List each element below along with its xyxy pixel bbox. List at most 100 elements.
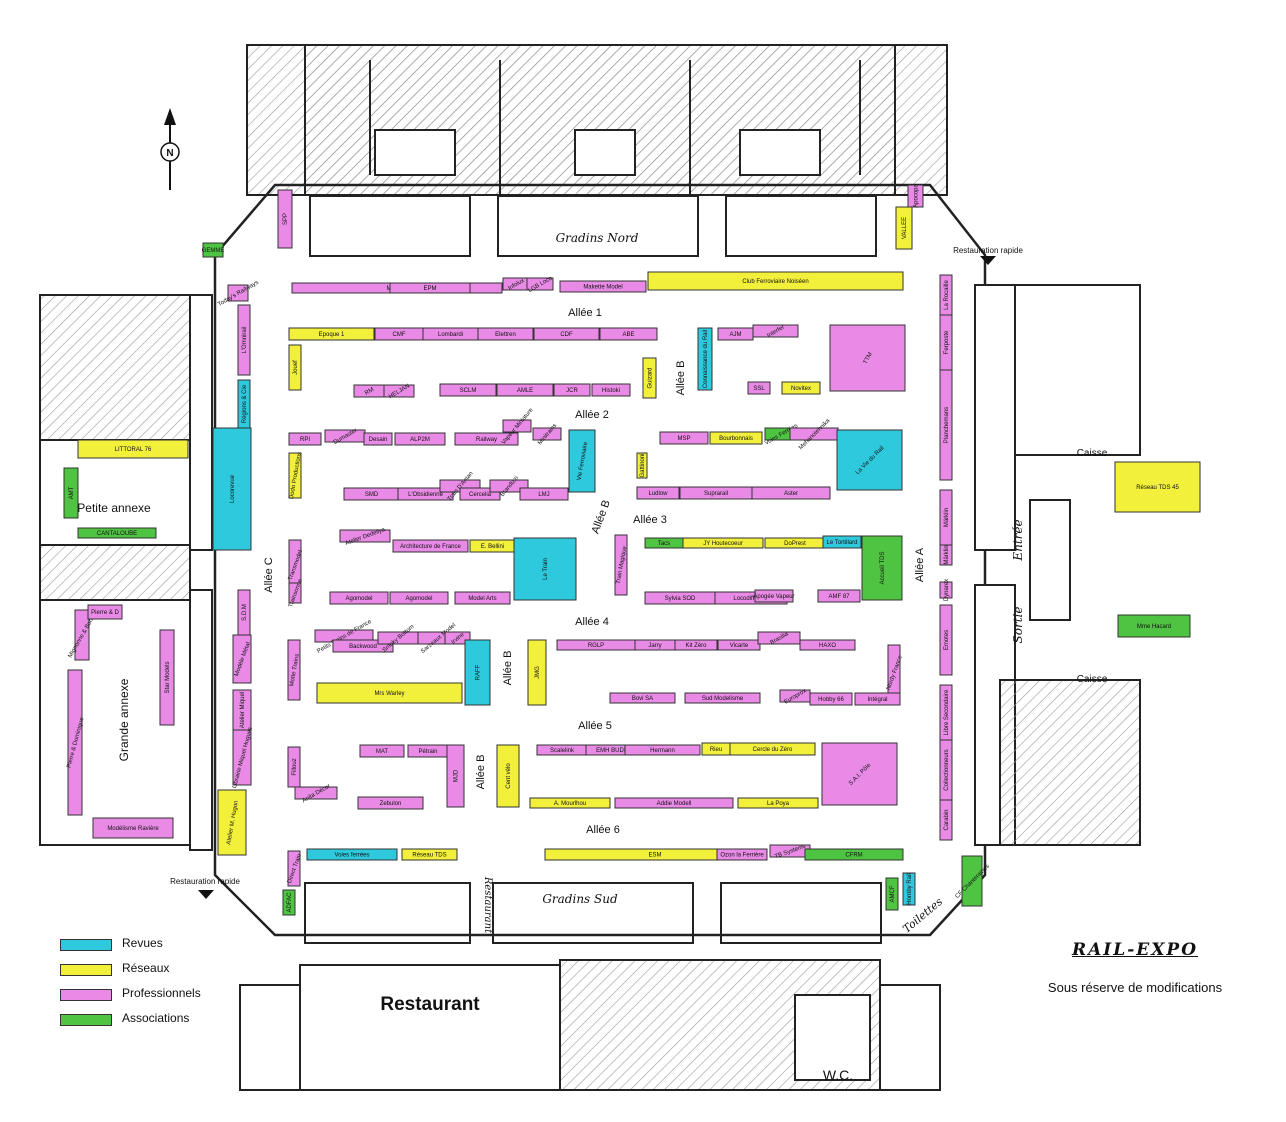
stand-label: Carabin <box>944 809 950 830</box>
stand-box <box>306 848 398 861</box>
stand-box <box>624 744 701 756</box>
stand-box <box>227 284 249 302</box>
stand-box <box>817 589 861 603</box>
stand: TTM <box>829 324 906 392</box>
stand: Transmodel <box>288 539 304 591</box>
alley-label: Allée B <box>675 361 687 396</box>
stand-label: EPM <box>423 286 436 292</box>
stand: Fillouz <box>287 746 301 788</box>
stand-label: Tacs <box>658 541 670 547</box>
stand-label: AJM <box>730 332 742 338</box>
legend-label: Réseaux <box>122 961 170 975</box>
stand: LGB Loco <box>526 275 554 294</box>
alley-label: Allée 3 <box>633 514 667 526</box>
stand-label: Ozon la Ferrière <box>720 853 764 859</box>
stand-label: Agomodel <box>345 596 372 602</box>
stand-label: Vicarte <box>730 643 749 649</box>
stand-label: Emotes <box>944 630 950 650</box>
stand-label: Sud Modelisme <box>702 696 744 702</box>
stand-label: RGLP <box>588 643 604 649</box>
stand-box <box>609 692 676 704</box>
stand-label: Le Tortillard <box>827 540 858 546</box>
legend-swatch <box>60 964 112 976</box>
stand-label: Ferposte <box>944 330 950 354</box>
stand: SMD <box>343 487 400 501</box>
stand-box <box>397 487 454 501</box>
stand-label: Sylvia SOD <box>665 596 696 602</box>
stand-label: MSP <box>677 436 690 442</box>
stand-box <box>821 742 898 806</box>
stand: CMF <box>374 327 424 341</box>
stand-label: Dynarex <box>944 579 950 601</box>
stand-box <box>77 527 157 539</box>
stand: Libre Secondaire <box>939 684 953 741</box>
petite-annexe-label: Petite annexe <box>77 501 151 515</box>
stand: Trainsonne <box>288 578 304 609</box>
stand-label: Histoki <box>602 388 620 394</box>
stand-label: CFRM <box>845 853 862 859</box>
stand: LITTORAL 76 <box>77 439 189 459</box>
stand-label: E. Bellini <box>481 544 504 550</box>
stand: Novitex <box>781 381 821 395</box>
stand-box <box>568 429 596 493</box>
stand-box <box>217 789 247 856</box>
stand-box <box>232 729 252 786</box>
stand-box <box>636 452 648 479</box>
stand-label: MJD <box>454 769 460 782</box>
entree-label: Entrée <box>1011 519 1025 561</box>
stand-label: La Rocaille <box>944 279 950 309</box>
stand: Architecture de France <box>392 539 469 553</box>
stand-label: DoPrest <box>784 541 806 547</box>
stand-box <box>752 324 799 338</box>
stand: Modéle Métal <box>232 634 252 684</box>
stand-label: LMJ <box>538 492 549 498</box>
stand: Suprarail <box>679 486 753 500</box>
stand-label: La Poya <box>767 801 790 807</box>
stand-label: GEMME <box>202 248 225 254</box>
stand-box <box>389 282 471 294</box>
stand: Mme Hacard <box>1117 614 1191 638</box>
stand-box <box>716 848 768 861</box>
stand: RAFF <box>464 639 491 706</box>
stand-label: Makette Model <box>583 285 622 291</box>
stand-label: Elettren <box>495 332 516 338</box>
stand: Bovi SA <box>609 692 676 704</box>
stand-label: Voies ferrées <box>334 853 369 859</box>
stand: Guizard <box>642 357 657 399</box>
stand: S.A.I. Pôle <box>821 742 898 806</box>
stand: Cercle du Zéro <box>729 742 816 756</box>
stand-label: Club Ferroviaire Noiséen <box>742 279 808 285</box>
stand-label: JY Houtecoeur <box>703 541 743 547</box>
stand: Märklin <box>939 489 953 546</box>
stand-box <box>212 427 252 551</box>
grande-annexe-label: Grande annexe <box>117 678 131 761</box>
stand: Librairie Miquel Hugues <box>232 727 254 789</box>
stand: S.D.M <box>237 589 251 636</box>
stand: CF Chanteraines <box>955 855 991 907</box>
stand-box <box>647 271 904 291</box>
event-subtitle: Sous réserve de modifications <box>1047 980 1223 995</box>
stand: Elettren <box>477 327 534 341</box>
stand-box <box>446 744 465 808</box>
stand-label: Motte Trains <box>289 653 301 687</box>
stand-box <box>809 692 853 706</box>
stand: Tacs <box>644 537 684 549</box>
restaurant-side-label: Restaurant <box>482 876 493 934</box>
stand-label: AMLE <box>517 388 533 394</box>
legend-swatch <box>60 1014 112 1026</box>
stand-box <box>836 429 903 491</box>
stand: JY Houtecoeur <box>682 537 764 549</box>
stand: GEMME <box>202 242 225 258</box>
stand: Ozon la Ferrière <box>716 848 768 861</box>
stand-label: ADFAC <box>287 892 293 913</box>
stand-label: HAXO <box>819 643 836 649</box>
stand: TB Systems <box>769 844 811 860</box>
stand-label: A. Mourlhou <box>554 801 586 807</box>
stand: Le Train <box>513 537 577 601</box>
stand: Hornby Rail <box>902 872 916 906</box>
stand: Agomodel <box>389 591 449 605</box>
stand-box <box>829 324 906 392</box>
stand: Club Ferroviaire Noiséen <box>647 271 904 291</box>
stand-box <box>394 432 446 446</box>
alley-label: Allée 5 <box>578 720 612 732</box>
